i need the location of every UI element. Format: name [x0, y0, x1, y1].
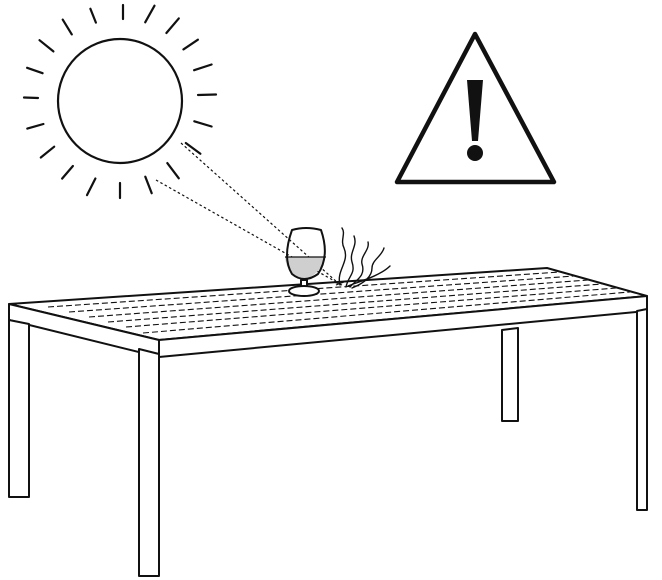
- sun-rays: [24, 5, 216, 198]
- table-leg-back-right: [502, 328, 518, 421]
- sun-icon: [24, 5, 216, 198]
- glass-foot: [289, 286, 319, 296]
- glass-liquid: [285, 257, 325, 279]
- exclamation-dot: [467, 145, 483, 161]
- table-leg-front-left: [139, 349, 159, 576]
- table: [9, 268, 647, 576]
- table-leg-front-right: [637, 309, 647, 510]
- table-leg-back-left: [9, 320, 29, 497]
- sun-disc: [58, 39, 182, 163]
- warning-icon: [397, 34, 554, 182]
- exclamation-bar: [467, 80, 483, 141]
